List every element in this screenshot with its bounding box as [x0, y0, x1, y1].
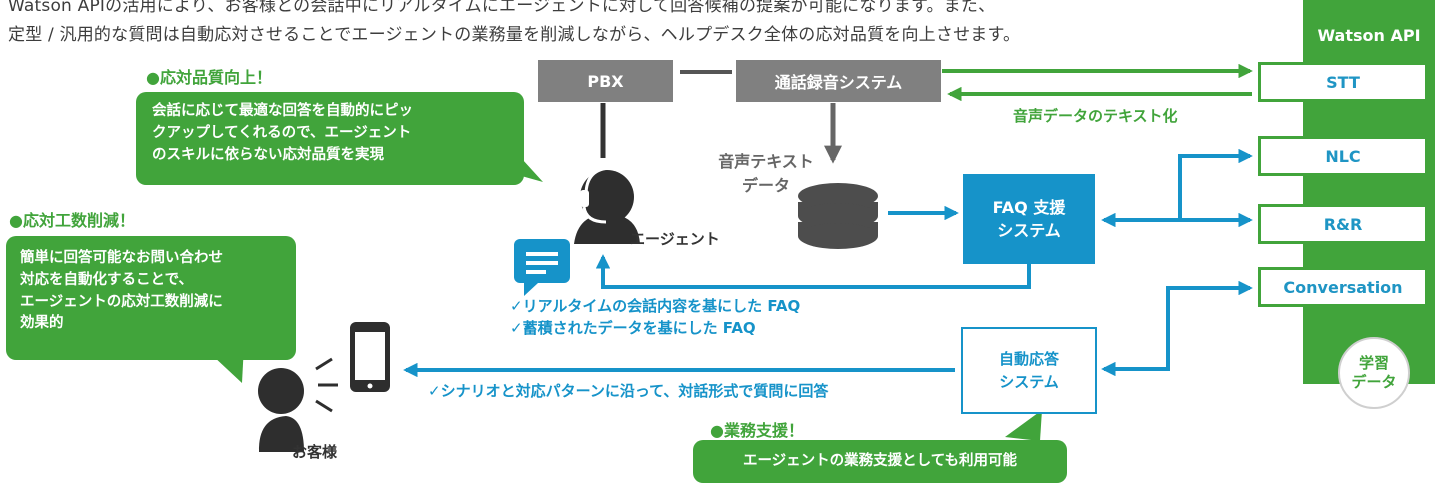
api-stt[interactable]: STT	[1258, 62, 1428, 102]
workload-line-3: エージェントの応対工数削減に	[20, 293, 223, 310]
arrow-to-nlc	[1178, 148, 1253, 220]
api-nlc[interactable]: NLC	[1258, 136, 1428, 176]
agent-label: エージェント	[630, 230, 720, 248]
workload-bubble: 簡単に回答可能なお問い合わせ 対応を自動化することで、 エージェントの応対工数削…	[6, 236, 296, 360]
database-icon	[798, 183, 878, 249]
intro-line-1: Watson APIの活用により、お客様との会話中にリアルタイムにエージェントに…	[8, 0, 996, 16]
auto-box-line-2: システム	[999, 372, 1059, 391]
learning-data-line-2: データ	[1351, 373, 1397, 391]
quality-line-3: のスキルに依らない応対品質を実現	[152, 146, 384, 163]
learning-data-badge: 学習 データ	[1338, 337, 1410, 409]
faq-support-system-box: FAQ 支援 システム	[963, 174, 1095, 264]
quality-bubble: 会話に応じて最適な回答を自動的にピッ クアップしてくれるので、エージェント のス…	[136, 92, 524, 185]
workload-line-4: 効果的	[20, 315, 64, 332]
support-heading: ●業務支援！	[710, 421, 804, 440]
speech-text-data-line-2: データ	[741, 176, 790, 195]
api-conversation[interactable]: Conversation	[1258, 267, 1428, 307]
faq-box-line-2: システム	[997, 221, 1061, 240]
quality-line-1: 会話に応じて最適な回答を自動的にピッ	[152, 103, 413, 119]
workload-line-2: 対応を自動化することで、	[20, 271, 193, 288]
speech-to-text-label: 音声データのテキスト化	[1013, 107, 1178, 125]
customer-icon	[258, 357, 338, 452]
faq-point-stored: ✓蓄積されたデータを基にした FAQ	[510, 318, 756, 337]
pbx-box: PBX	[538, 60, 673, 102]
agent-headset-icon	[574, 166, 640, 244]
quality-line-2: クアップしてくれるので、エージェント	[152, 124, 412, 141]
watson-api-title: Watson API	[1317, 26, 1421, 45]
auto-response-system-box: 自動応答 システム	[961, 327, 1097, 414]
support-text: エージェントの業務支援としても利用可能	[742, 452, 1018, 469]
faq-points-list: ✓リアルタイムの会話内容を基にした FAQ ✓蓄積されたデータを基にした FAQ	[510, 296, 800, 340]
support-bubble: エージェントの業務支援としても利用可能	[693, 440, 1067, 483]
faq-point-realtime: ✓リアルタイムの会話内容を基にした FAQ	[510, 297, 801, 315]
api-rr[interactable]: R&R	[1258, 204, 1428, 244]
learning-data-line-1: 学習	[1358, 353, 1389, 372]
workload-heading: ●応対工数削減！	[9, 211, 135, 230]
chat-icon	[514, 239, 570, 296]
workload-line-1: 簡単に回答可能なお問い合わせ	[20, 250, 223, 266]
speech-text-data-line-1: 音声テキスト	[718, 152, 814, 171]
speech-text-data-label: 音声テキスト データ	[708, 150, 824, 198]
quality-heading: ●応対品質向上！	[146, 68, 272, 87]
arrow-faq-to-agent	[595, 254, 1031, 289]
scenario-label: ✓シナリオと対応パターンに沿って、対話形式で質問に回答	[428, 382, 829, 400]
recording-system-box: 通話録音システム	[736, 60, 941, 102]
smartphone-icon	[350, 322, 390, 392]
faq-box-line-1: FAQ 支援	[992, 197, 1066, 217]
arrow-auto-conversation	[1101, 280, 1253, 377]
support-bubble-tail	[1005, 410, 1042, 441]
intro-line-2: 定型 / 汎用的な質問は自動応対させることでエージェントの業務量を削減しながら、…	[8, 25, 1021, 45]
auto-box-line-1: 自動応答	[998, 350, 1059, 368]
customer-label: お客様	[292, 443, 338, 461]
